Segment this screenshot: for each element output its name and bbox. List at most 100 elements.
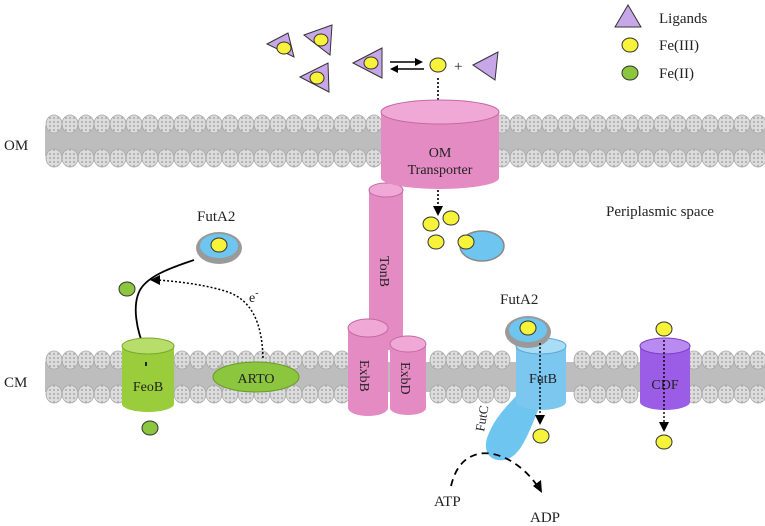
feob: FeoB [121, 337, 175, 412]
fe-transfer-arrow [134, 259, 195, 353]
lipid-head [541, 148, 559, 168]
lipid-head [317, 114, 335, 134]
exbb-label: ExbB [356, 360, 371, 392]
lipid-head [733, 114, 751, 134]
electron-arrow [157, 279, 264, 359]
lipid-head [173, 148, 191, 168]
lipid-head [717, 350, 735, 370]
om-transporter: OM Transporter [380, 99, 500, 189]
futa2-right-label: FutA2 [500, 292, 538, 308]
atp-hydrolysis-arrow [450, 452, 537, 487]
lipid-head [429, 384, 447, 404]
lipid-head [445, 350, 463, 370]
lipid-head [749, 148, 765, 168]
lipid-head [93, 148, 111, 168]
lipid-head [589, 384, 607, 404]
lipid-head [365, 148, 383, 168]
om-transporter-label-1: OM [429, 146, 452, 161]
lipid-head [237, 114, 255, 134]
lipid-head [317, 148, 335, 168]
lipid-head [621, 384, 639, 404]
lipid-head [333, 114, 351, 134]
lipid-head [717, 384, 735, 404]
futa2-top-label: FutA2 [197, 209, 235, 225]
lipid-head [701, 148, 719, 168]
tonb-label: TonB [376, 256, 391, 287]
legend: Ligands Fe(III) Fe(II) [614, 4, 707, 82]
lipid-head [109, 114, 127, 134]
cdf: CDF [639, 337, 691, 410]
ligand-fe-complex [351, 47, 383, 79]
lipid-head [621, 114, 639, 134]
lipid-head [637, 114, 655, 134]
lipid-head [45, 114, 63, 134]
lipid-head [589, 114, 607, 134]
lipid-head [205, 384, 223, 404]
lipid-head [93, 384, 111, 404]
arto-label: ARTO [237, 372, 274, 387]
tonb-complex: TonB ExbB ExbD [347, 182, 427, 416]
lipid-head [301, 148, 319, 168]
free-ligand [472, 51, 499, 81]
lipid-head [701, 114, 719, 134]
futc: FutC [472, 395, 544, 461]
lipid-head [269, 148, 287, 168]
lipid-head [605, 148, 623, 168]
lipid-head [61, 148, 79, 168]
periplasmic-fe3 [422, 210, 460, 250]
lipid-head [653, 114, 671, 134]
lipid-head [301, 350, 319, 370]
legend-fe2-label: Fe(II) [659, 66, 694, 82]
lipid-head [157, 148, 175, 168]
lipid-head [125, 114, 143, 134]
futa2-right [505, 316, 551, 348]
lipid-head [493, 384, 511, 404]
arto: ARTO [212, 361, 300, 393]
lipid-head [45, 148, 63, 168]
lipid-head [685, 148, 703, 168]
lipid-head [173, 384, 191, 404]
lipid-head [509, 148, 527, 168]
cdf-label: CDF [651, 378, 678, 393]
ligand-fe-complex [265, 32, 295, 58]
free-fe3 [429, 57, 447, 73]
lipid-head [557, 148, 575, 168]
lipid-head [461, 384, 479, 404]
lipid-head [189, 384, 207, 404]
feob-label: FeoB [133, 380, 163, 395]
lipid-head [477, 384, 495, 404]
cm-label: CM [4, 375, 27, 391]
om-label: OM [4, 138, 28, 154]
lipid-head [349, 114, 367, 134]
lipid-head [605, 350, 623, 370]
lipid-head [317, 384, 335, 404]
lipid-head [573, 148, 591, 168]
lipid-head [285, 114, 303, 134]
lipid-head [125, 148, 143, 168]
lipid-head [509, 114, 527, 134]
lipid-head [333, 148, 351, 168]
futb-label: FutB [529, 372, 557, 387]
legend-fe3-label: Fe(III) [659, 38, 699, 54]
siderophore-complexes: + [265, 24, 499, 93]
lipid-head [557, 114, 575, 134]
lipid-head [205, 148, 223, 168]
lipid-head [621, 148, 639, 168]
lipid-head [237, 148, 255, 168]
lipid-head [653, 148, 671, 168]
lipid-head [605, 384, 623, 404]
lipid-head [93, 350, 111, 370]
lipid-head [525, 114, 543, 134]
lipid-head [717, 114, 735, 134]
lipid-head [45, 350, 63, 370]
lipid-head [189, 114, 207, 134]
lipid-head [349, 148, 367, 168]
lipid-head [717, 148, 735, 168]
periplasm-label: Periplasmic space [606, 204, 714, 220]
lipid-head [109, 148, 127, 168]
ligand-fe-complex [298, 62, 330, 93]
lipid-head [669, 148, 687, 168]
lipid-head [493, 350, 511, 370]
lipid-head [637, 148, 655, 168]
